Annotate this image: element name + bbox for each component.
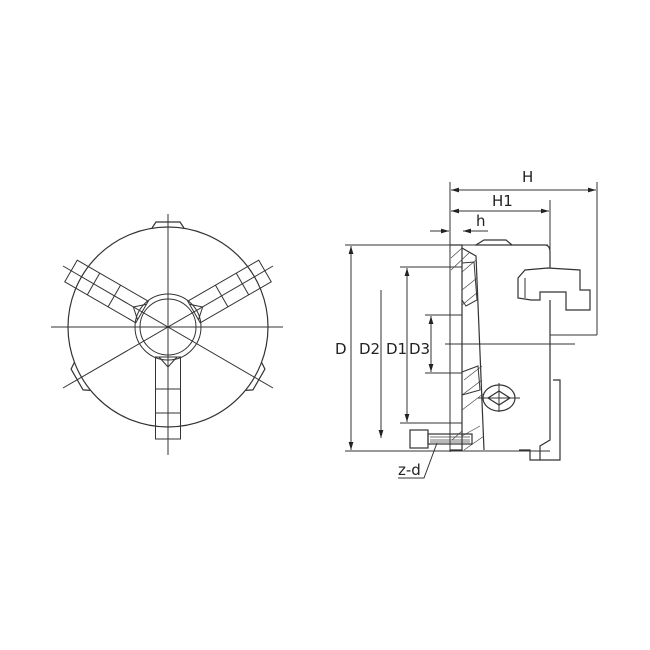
label-H: H bbox=[522, 168, 533, 186]
side-view bbox=[345, 182, 598, 479]
jaw-bottom-side bbox=[539, 300, 561, 461]
label-H1: H1 bbox=[492, 192, 513, 210]
label-zd: z-d bbox=[398, 461, 421, 479]
section-hatching bbox=[450, 247, 485, 451]
zd-leader bbox=[398, 442, 438, 479]
label-D: D bbox=[335, 340, 347, 358]
front-view bbox=[51, 214, 283, 455]
top-boss bbox=[475, 239, 513, 246]
label-D3: D3 bbox=[409, 340, 430, 358]
jaw-top bbox=[517, 267, 591, 311]
label-h: h bbox=[476, 212, 486, 230]
centerline-diag-2 bbox=[62, 265, 274, 389]
label-D2: D2 bbox=[359, 340, 380, 358]
front-flange bbox=[450, 244, 463, 451]
body-top bbox=[475, 244, 551, 268]
mounting-bolt-thread bbox=[427, 433, 473, 445]
mounting-bolt-head bbox=[409, 429, 429, 449]
label-D1: D1 bbox=[386, 340, 407, 358]
